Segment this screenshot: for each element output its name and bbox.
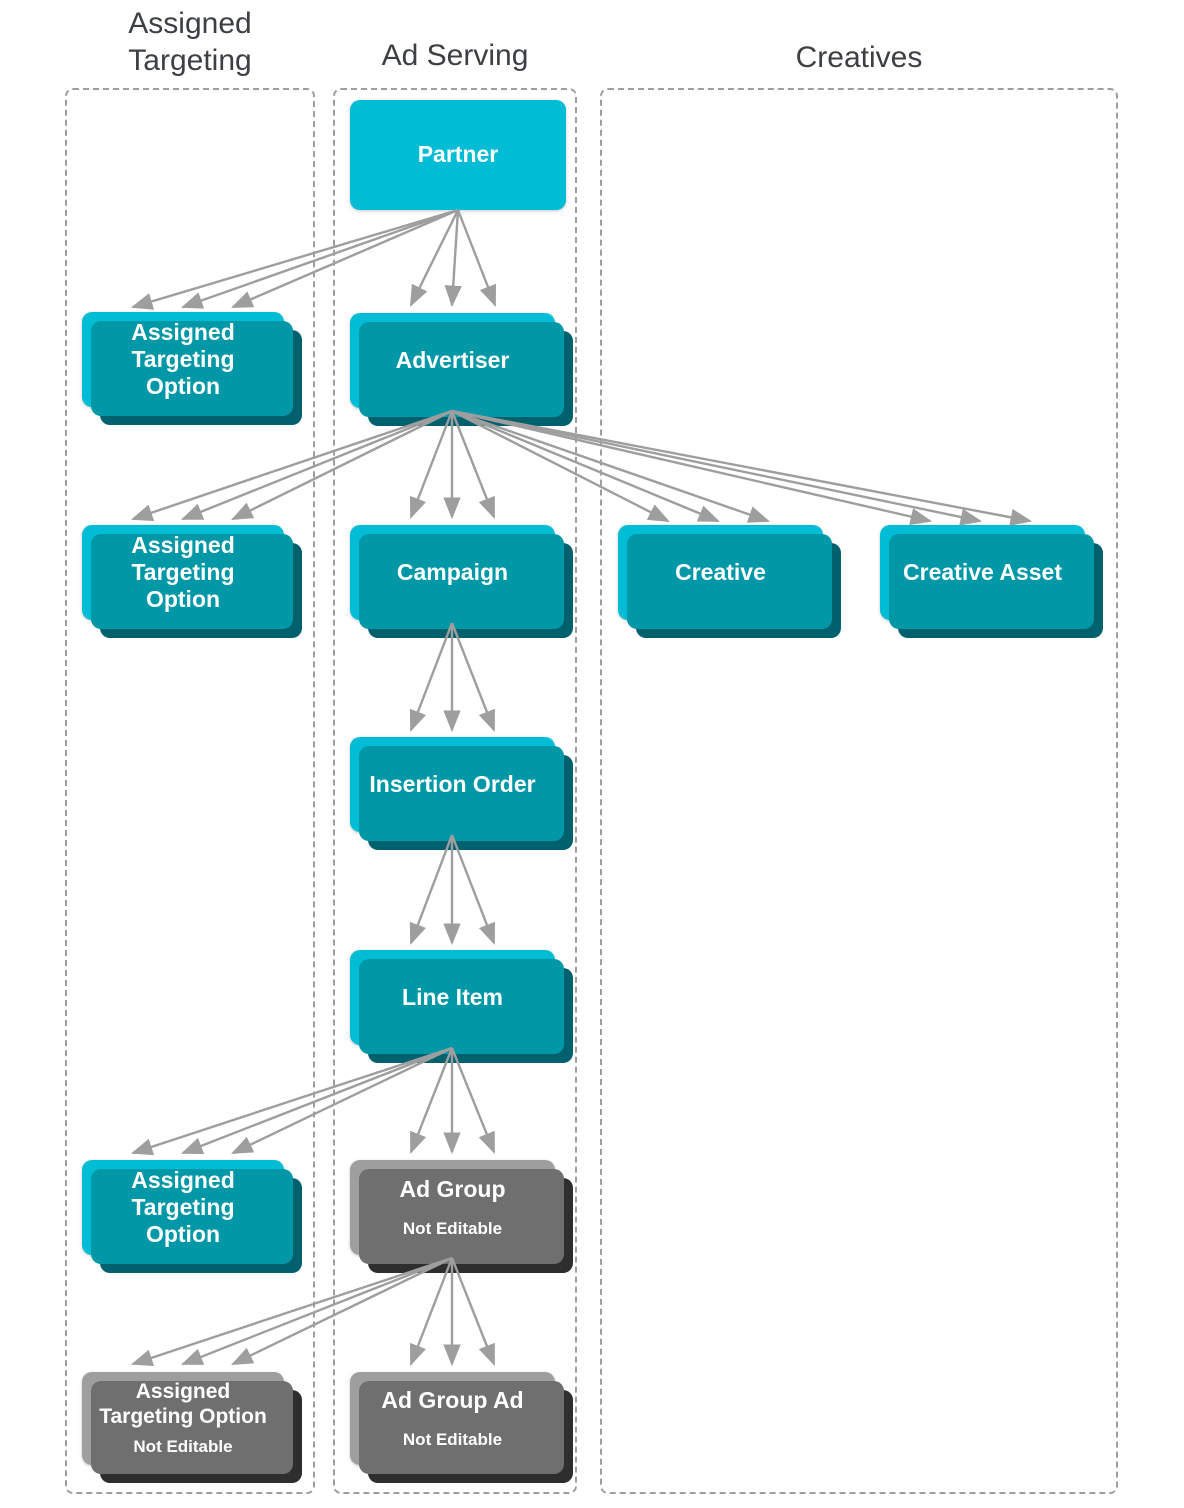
node-assigned-targeting-option-advertiser: Assigned Targeting Option [82,525,284,620]
node-label: Insertion Order [369,770,536,797]
node-assigned-targeting-option-line-item: Assigned Targeting Option [82,1160,284,1255]
column-frame-ad-serving [333,88,577,1494]
column-title-creatives: Creatives [795,41,923,74]
node-sublabel: Not Editable [133,1437,233,1457]
node-label: Partner [417,141,499,168]
node-partner: Partner [350,100,566,210]
node-ad-group: Ad Group Not Editable [350,1160,555,1255]
column-frame-creatives [600,88,1118,1494]
node-label: Assigned Targeting Option [99,1379,267,1428]
node-creative-asset: Creative Asset [880,525,1085,620]
node-label: Assigned Targeting Option [131,1166,235,1248]
node-insertion-order: Insertion Order [350,737,555,832]
node-creative: Creative [618,525,823,620]
node-sublabel: Not Editable [402,1430,503,1450]
column-frame-assigned-targeting [65,88,315,1494]
node-campaign: Campaign [350,525,555,620]
node-ad-group-ad: Ad Group Ad Not Editable [350,1372,555,1465]
node-label: Ad Group [399,1175,506,1202]
node-label: Advertiser [395,346,510,373]
node-label: Assigned Targeting Option [131,318,235,400]
node-label: Line Item [402,983,503,1010]
node-advertiser: Advertiser [350,313,555,408]
column-title-ad-serving: Ad Serving [381,39,529,72]
node-line-item: Line Item [350,950,555,1045]
column-title-assigned-targeting: Assigned Targeting [128,7,252,77]
node-label: Ad Group Ad [381,1386,524,1413]
node-label: Creative Asset [903,558,1062,585]
node-label: Assigned Targeting Option [131,531,235,613]
node-assigned-targeting-option-ad-group: Assigned Targeting Option Not Editable [82,1372,284,1465]
node-assigned-targeting-option-partner: Assigned Targeting Option [82,312,284,407]
node-label: Campaign [396,558,509,585]
node-sublabel: Not Editable [402,1219,503,1239]
node-label: Creative [675,558,766,585]
